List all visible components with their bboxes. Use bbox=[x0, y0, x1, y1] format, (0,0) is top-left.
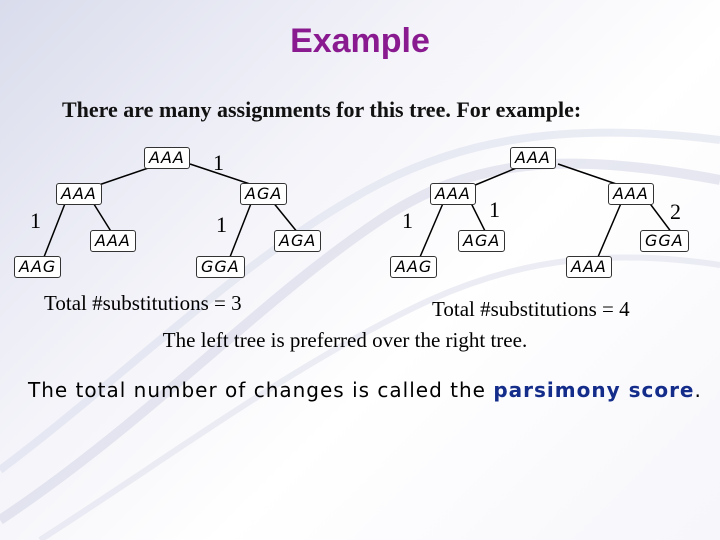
right-edge-internal-left-to-leaf2 bbox=[470, 201, 486, 233]
right-tree-leaf-3: AAA bbox=[566, 256, 612, 278]
left-tree-root: AAA bbox=[144, 147, 190, 169]
right-tree-leaf-2: AGA bbox=[458, 230, 505, 252]
left-tree-leaf-4: AGA bbox=[274, 230, 321, 252]
right-edge-label-leaf4: 2 bbox=[670, 201, 681, 223]
definition-prefix: The total number of changes is called th… bbox=[28, 378, 493, 402]
left-tree-leaf-3: GGA bbox=[196, 256, 245, 278]
left-edge-label-root-right: 1 bbox=[213, 152, 224, 174]
right-edge-internal-right-to-leaf4 bbox=[648, 201, 672, 233]
left-edge-internal-left-to-leaf2 bbox=[92, 201, 112, 233]
left-edge-internal-right-to-leaf4 bbox=[272, 201, 298, 233]
right-edge-internal-right-to-leaf3 bbox=[598, 201, 622, 257]
right-tree-total: Total #substitutions = 4 bbox=[432, 297, 630, 322]
right-edge-internal-left-to-leaf1 bbox=[420, 201, 444, 257]
right-tree-leaf-4: GGA bbox=[640, 230, 689, 252]
left-tree-leaf-2: AAA bbox=[90, 230, 136, 252]
left-tree-internal-right: AGA bbox=[240, 183, 287, 205]
left-edge-label-leaf3: 1 bbox=[216, 214, 227, 236]
left-edge-internal-left-to-leaf1 bbox=[44, 201, 66, 257]
right-edge-label-leaf2: 1 bbox=[489, 199, 500, 221]
parsimony-definition: The total number of changes is called th… bbox=[28, 378, 702, 402]
conclusion-text: The left tree is preferred over the righ… bbox=[0, 328, 690, 353]
left-tree-internal-left: AAA bbox=[56, 183, 102, 205]
right-tree-root: AAA bbox=[510, 147, 556, 169]
left-edge-internal-right-to-leaf3 bbox=[230, 201, 252, 257]
right-edge-label-leaf1: 1 bbox=[402, 210, 413, 232]
left-tree-total: Total #substitutions = 3 bbox=[44, 291, 242, 316]
right-tree-internal-right: AAA bbox=[608, 183, 654, 205]
left-tree-leaf-1: AAG bbox=[14, 256, 61, 278]
right-tree-internal-left: AAA bbox=[430, 183, 476, 205]
definition-suffix: . bbox=[695, 378, 702, 402]
parsimony-score-term: parsimony score bbox=[493, 378, 694, 402]
right-tree-leaf-1: AAG bbox=[390, 256, 437, 278]
left-edge-label-leaf1: 1 bbox=[30, 210, 41, 232]
